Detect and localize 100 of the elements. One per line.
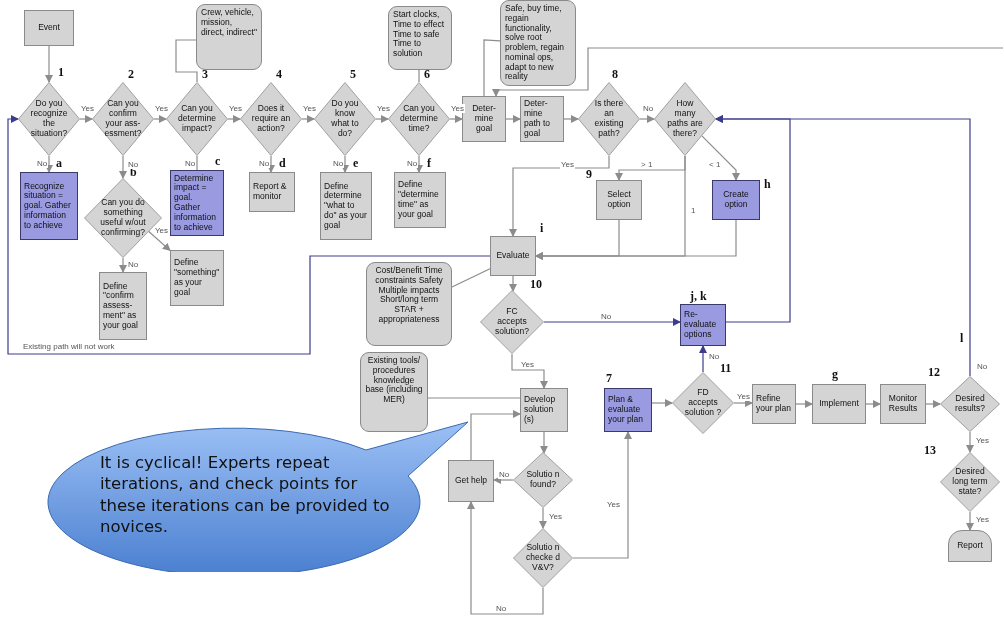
arrow [148, 230, 171, 252]
edge-label: Yes [548, 512, 564, 522]
step-label: d [279, 157, 286, 171]
process-box: Evaluate [490, 236, 536, 276]
step-label: c [215, 155, 221, 169]
step-label: f [427, 157, 431, 171]
decision-diamond: FC accepts solution? [480, 290, 544, 354]
arrow [509, 155, 610, 237]
edge-label: Yes [606, 500, 622, 510]
process-box: Recognize situation = goal. Gather information to achieve [20, 172, 78, 240]
edge-label: Existing path will not work [22, 342, 116, 352]
edge-label: < 1 [708, 160, 722, 170]
step-label: g [832, 368, 838, 382]
edge-label: 1 [690, 206, 697, 216]
process-box: Monitor Results [880, 384, 926, 424]
arrow [795, 400, 813, 408]
arrow [966, 511, 974, 531]
arrow [543, 318, 681, 326]
arrow [715, 115, 971, 377]
decision-diamond: Desired long term state? [940, 452, 1000, 512]
decision-diamond: FD accepts solution ? [672, 372, 734, 434]
decision-diamond: Solutio n found? [513, 452, 573, 508]
arrow [341, 155, 349, 173]
step-label: 12 [928, 366, 940, 380]
step-label: 6 [424, 68, 430, 82]
step-label: 3 [202, 68, 208, 82]
arrow [540, 431, 548, 454]
step-label: 13 [924, 444, 936, 458]
arrow [733, 399, 753, 407]
step-label: 1 [58, 66, 64, 80]
step-label: l [960, 332, 964, 346]
edge-label: Yes [560, 160, 576, 170]
edge-label: Yes [228, 104, 244, 114]
arrow [227, 115, 241, 123]
edge-label: Yes [302, 104, 318, 114]
process-box: Refine your plan [752, 384, 796, 424]
arrow [865, 400, 881, 408]
edge-label: Yes [376, 104, 392, 114]
process-box: Deter-mine path to goal [520, 96, 564, 142]
step-label: 5 [350, 68, 356, 82]
arrow [572, 431, 632, 559]
arrow [701, 135, 740, 181]
process-box: Get help [448, 460, 494, 502]
arrow [467, 501, 544, 615]
arrow [415, 155, 423, 173]
arrow [925, 400, 941, 408]
process-box: Implement [812, 384, 866, 424]
note-box: Crew, vehicle, mission, direct, indirect" [196, 4, 262, 70]
arrow [505, 115, 521, 123]
arrow [966, 431, 974, 453]
edge-label: No [600, 312, 613, 322]
edge-label: Yes [736, 392, 752, 402]
arrow [651, 399, 673, 407]
edge-label: Yes [450, 104, 466, 114]
connector-line [483, 39, 501, 97]
arrow [639, 115, 655, 123]
arrow [563, 115, 579, 123]
step-label: a [56, 157, 62, 171]
edge-label: No [976, 362, 989, 372]
arrow [509, 275, 517, 292]
process-box: Define determine "what to do" as your goal [320, 172, 372, 240]
arrow [493, 476, 514, 484]
arrow [375, 115, 389, 123]
connector-line [175, 39, 198, 83]
edge-label: No [258, 159, 271, 169]
edge-label: No [495, 604, 508, 614]
note-box: Safe, buy time, regain functionality, solve root problem, regain nominal ops, adapt to new reality [500, 0, 576, 86]
arrow [79, 115, 93, 123]
edge-label: No [184, 159, 197, 169]
step-label: 4 [276, 68, 282, 82]
process-box: Plan & evaluate your plan [604, 388, 652, 432]
note-box: Existing tools/ procedures knowledge base (including MER) [360, 352, 428, 432]
edge-label: No [127, 260, 140, 270]
step-label: 9 [586, 168, 592, 182]
step-label: 2 [128, 68, 134, 82]
connector-line [418, 69, 420, 83]
arrow [449, 115, 463, 123]
terminal-box: Report [948, 530, 992, 562]
process-box: Create option [712, 180, 760, 220]
decision-diamond: Is there an existing path? [578, 82, 640, 156]
arrow [45, 45, 53, 83]
arrow [119, 257, 127, 273]
decision-diamond: How many paths are there? [654, 82, 716, 156]
step-label: h [764, 178, 771, 192]
edge-label: No [332, 159, 345, 169]
connector-line [427, 397, 521, 399]
edge-label: Yes [975, 436, 991, 446]
process-box: Define "something" as your goal [170, 250, 224, 306]
process-box: Event [24, 10, 74, 46]
edge-label: > 1 [640, 160, 654, 170]
process-box: Define "confirm assess-ment" as your goal [99, 272, 147, 340]
process-box: Determine impact = goal. Gather information to achieve [170, 170, 224, 236]
edge-label: No [406, 159, 419, 169]
edge-label: Yes [520, 360, 536, 370]
arrow [535, 219, 737, 260]
arrow [470, 410, 521, 461]
process-box: Define "determine time" as your goal [394, 172, 446, 228]
note-box: Start clocks, Time to effect Time to safe Time to solution [388, 6, 452, 70]
process-box: Report & monitor [249, 172, 295, 212]
step-label: 7 [606, 372, 612, 386]
